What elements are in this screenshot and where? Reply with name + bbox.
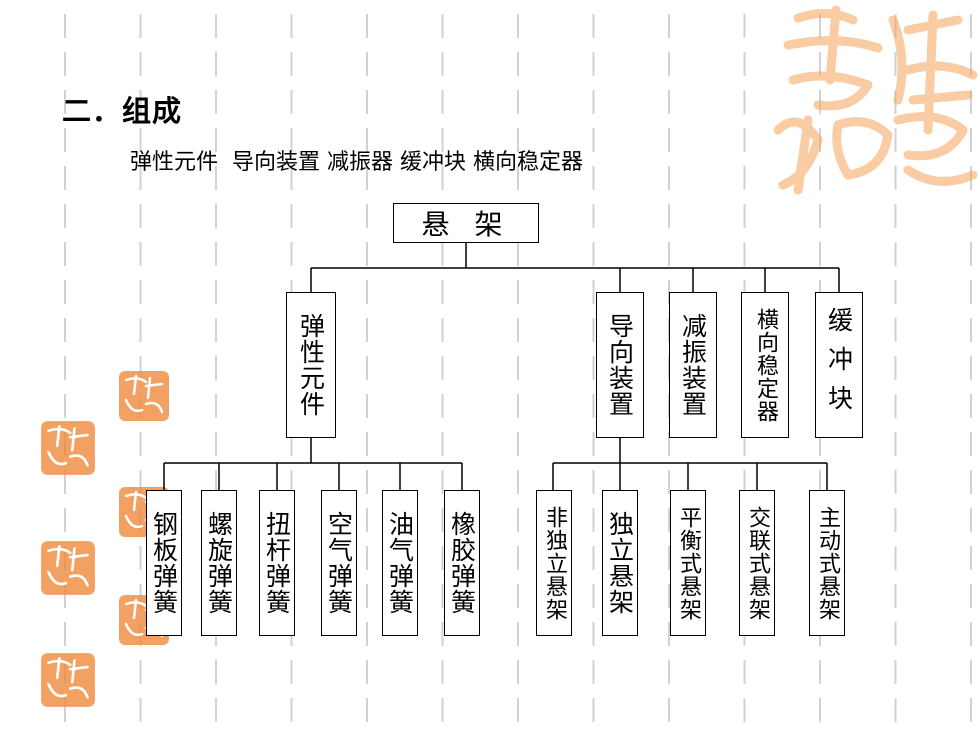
node-buffer-block: 缓冲块 (815, 292, 863, 438)
node-root: 悬 架 (393, 203, 539, 243)
slide-subtitle: 弹性元件 导向装置 减振器 缓冲块 横向稳定器 (130, 150, 583, 175)
node-independent-suspension: 独立悬架 (602, 490, 638, 636)
slide-title: 二．组成 (62, 94, 183, 128)
node-label: 钢板弹簧 (149, 511, 179, 615)
node-label: 独立悬架 (605, 511, 635, 615)
node-torsion-bar-spring: 扭杆弹簧 (259, 490, 295, 636)
auspicious-seal-icon (119, 371, 169, 421)
node-label: 弹性元件 (296, 313, 326, 417)
node-label: 非独立悬架 (542, 505, 567, 621)
node-guide-device: 导向装置 (596, 292, 644, 438)
node-label: 减振装置 (678, 313, 708, 417)
node-label: 主动式悬架 (815, 505, 840, 621)
node-hydropneumatic-spring: 油气弹簧 (382, 490, 418, 636)
node-label: 油气弹簧 (385, 511, 415, 615)
auspicious-seal-icon (41, 653, 95, 707)
node-label: 交联式悬架 (745, 505, 770, 621)
node-label: 缓冲块 (824, 306, 854, 424)
auspicious-seal-icon (41, 421, 95, 475)
node-damper: 减振装置 (669, 292, 717, 438)
node-active-suspension: 主动式悬架 (809, 490, 845, 636)
node-label: 空气弹簧 (324, 511, 354, 615)
node-dependent-suspension: 非独立悬架 (536, 490, 572, 636)
node-label: 橡胶弹簧 (447, 511, 477, 615)
node-rubber-spring: 橡胶弹簧 (444, 490, 480, 636)
node-label: 扭杆弹簧 (262, 511, 292, 615)
node-balanced-suspension: 平衡式悬架 (670, 490, 706, 636)
node-label: 平衡式悬架 (676, 505, 701, 621)
node-coil-spring: 螺旋弹簧 (201, 490, 237, 636)
node-elastic-element: 弹性元件 (286, 292, 336, 438)
node-interconnected-suspension: 交联式悬架 (739, 490, 775, 636)
node-air-spring: 空气弹簧 (321, 490, 357, 636)
node-label: 横向稳定器 (753, 307, 778, 423)
node-label: 导向装置 (605, 313, 635, 417)
auspicious-seal-icon (41, 541, 95, 595)
auspicious-seal-icon (773, 5, 978, 195)
node-label: 螺旋弹簧 (204, 511, 234, 615)
node-stabilizer: 横向稳定器 (741, 292, 789, 438)
node-leaf-spring: 钢板弹簧 (146, 490, 182, 636)
node-root-label: 悬 架 (421, 208, 511, 241)
